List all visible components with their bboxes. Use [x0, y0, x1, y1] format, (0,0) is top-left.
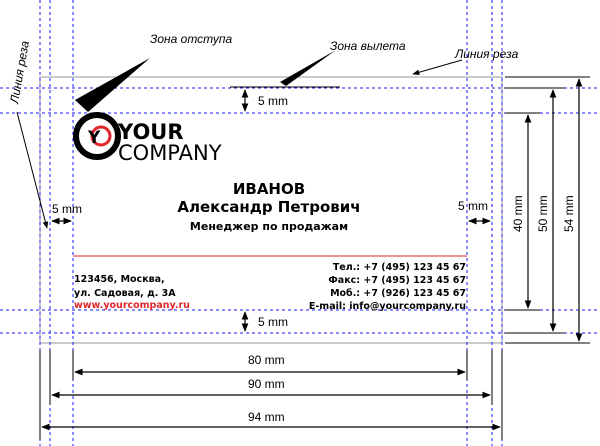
offset-zone-label: Зона отступа: [150, 32, 233, 46]
height-40-label: 40 mm: [511, 195, 525, 232]
cut-line-left-label: Линия реза: [7, 39, 32, 105]
card-surname: ИВАНОВ: [233, 180, 305, 198]
right-extension-lines: [505, 76, 590, 344]
card-phone: Тел.: +7 (495) 123 45 67: [333, 262, 466, 273]
bleed-zone-label: Зона вылета: [330, 39, 406, 53]
top-margin-label: 5 mm: [258, 94, 288, 108]
offset-zone-pointer: [75, 58, 150, 112]
cut-line-left-arrow: [16, 111, 49, 229]
card-fullname: Александр Петрович: [177, 198, 360, 216]
width-90-label: 90 mm: [248, 377, 285, 391]
cut-line-top-arrow: [412, 59, 463, 75]
card-address-line1: 123456, Москва,: [74, 274, 165, 285]
bottom-extension-lines: [39, 350, 503, 440]
logo-ring-outer: [73, 112, 121, 160]
company-logo: Y YOUR COMPANY: [73, 112, 222, 165]
height-54-label: 54 mm: [562, 195, 576, 232]
card-mobile: Моб.: +7 (926) 123 45 67: [330, 288, 466, 299]
left-margin-label: 5 mm: [52, 202, 82, 216]
logo-company-text: COMPANY: [118, 141, 222, 165]
logo-your-text: YOUR: [117, 120, 184, 144]
card-email: E-mail: info@yourcompany.ru: [309, 301, 466, 312]
width-94-label: 94 mm: [248, 410, 285, 424]
bleed-zone-pointer: [280, 50, 336, 86]
logo-ring-red: [90, 125, 112, 147]
card-fax: Факс: +7 (495) 123 45 67: [328, 275, 466, 286]
right-margin-label: 5 mm: [458, 199, 488, 213]
card-website: www.yourcompany.ru: [74, 300, 190, 311]
card-position: Менеджер по продажам: [190, 220, 348, 233]
card-bleed-border: [39, 76, 503, 344]
bottom-margin-label: 5 mm: [258, 315, 288, 329]
height-50-label: 50 mm: [536, 195, 550, 232]
logo-yo-mark: Y: [87, 128, 101, 148]
card-address-line2: ул. Садовая, д. 3А: [74, 288, 176, 299]
width-80-label: 80 mm: [248, 353, 285, 367]
cut-line-top-label: Линия реза: [454, 47, 519, 61]
